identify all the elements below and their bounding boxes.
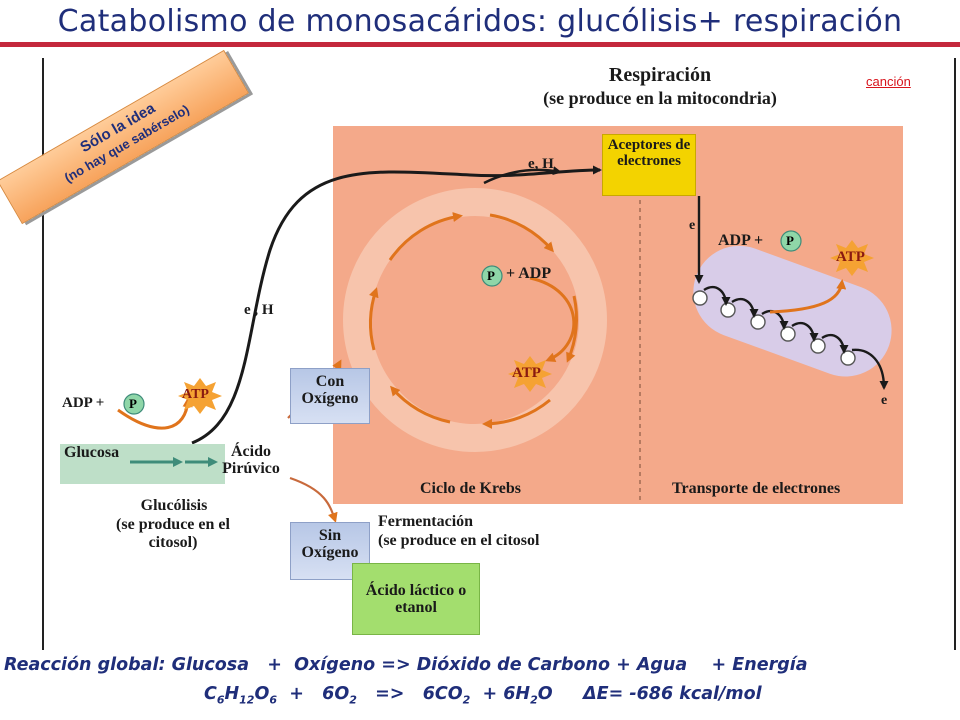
formula-o-sub: 6 (269, 693, 278, 707)
formula-water-end: O (537, 684, 553, 704)
atp-starburst-krebs (508, 356, 552, 392)
e-minus-label-bottom: e (881, 393, 888, 408)
p-plus-adp-label: + ADP (506, 265, 552, 282)
phosphate-label-glycolysis: P (129, 396, 137, 411)
formula-o: O (254, 684, 270, 704)
atp-starburst-glycolysis (178, 378, 222, 414)
glycolysis-title: Glucólisis (140, 497, 208, 514)
global-reaction-formula: C6H12O6 + 6O2 => 6CO2 + 6H2O ΔE= -686 kc… (204, 684, 762, 707)
phosphate-label-krebs: P (487, 268, 495, 283)
formula-h: H (224, 684, 240, 704)
transport-atp-arrow (769, 279, 847, 314)
formula-c: C (204, 684, 217, 704)
atp-starburst-transport (830, 240, 874, 276)
krebs-eh-arrow (483, 166, 562, 185)
page-title: Catabolismo de monosacáridos: glucólisis… (57, 4, 903, 39)
formula-oxygen-sub: 2 (349, 693, 357, 707)
phosphate-circle-transport (780, 230, 802, 252)
anaerobic-arrow (289, 476, 338, 523)
electron-transport-label: Transporte de electrones (672, 480, 841, 497)
global-reaction-text: Reacción global: Glucosa + Oxígeno => Di… (4, 655, 808, 675)
krebs-cycle-label: Ciclo de Krebs (420, 480, 522, 497)
lactic-acid-box: Ácido láctico o etanol (352, 563, 480, 635)
e-h-label-left: e , H (244, 302, 274, 318)
electron-hydrogen-arrow (191, 165, 602, 445)
transport-carriers (692, 290, 856, 366)
adp-plus-glycolysis: ADP + (62, 395, 105, 411)
phosphate-circle-glycolysis (123, 393, 145, 415)
formula-water: + 6H (470, 684, 531, 704)
lactic-acid-label: Ácido láctico o etanol (365, 582, 467, 616)
electron-acceptors-box: Aceptores de electrones (602, 134, 696, 196)
formula-co2-sub: 2 (462, 693, 471, 707)
fermentation-title: Fermentación (378, 513, 474, 530)
atp-label-transport: ATP (836, 249, 865, 265)
formula-c-sub: 6 (216, 693, 225, 707)
formula-h-sub: 12 (239, 693, 255, 707)
e-h-label-top: e, H (528, 156, 554, 172)
formula-water-sub: 2 (530, 693, 538, 707)
krebs-cycle-arrows (369, 212, 579, 429)
pyruvic-acid-label: Ácido Pirúvico (222, 443, 280, 477)
respiration-title: Respiración (608, 64, 712, 86)
title-underline (0, 42, 960, 47)
glycolysis-band (60, 444, 225, 484)
adp-plus-transport: ADP + (718, 232, 764, 249)
glucose-label: Glucosa (64, 444, 120, 461)
krebs-atp-arrow (529, 276, 576, 362)
phosphate-circle-krebs (481, 265, 503, 287)
e-minus-label-top: e (689, 218, 696, 233)
atp-label-glycolysis: ATP (182, 387, 209, 402)
atp-label-krebs: ATP (512, 365, 541, 381)
glycolysis-subtitle: (se produce en el citosol) (116, 516, 230, 551)
transport-arrows (703, 285, 889, 390)
formula-energy: ΔE= -686 kcal/mol (552, 684, 762, 704)
formula-oxygen: + 6O (277, 684, 350, 704)
diagram-frame (42, 58, 956, 650)
with-oxygen-box: Con Oxígeno (290, 368, 370, 424)
fermentation-subtitle: (se produce en el citosol (378, 532, 540, 549)
krebs-ring (343, 188, 607, 452)
phosphate-label-transport: P (786, 233, 794, 248)
respiration-subtitle: (se produce en la mitocondria) (543, 88, 777, 108)
formula-co2: => 6CO (356, 684, 463, 704)
song-link[interactable]: canción (866, 74, 911, 89)
